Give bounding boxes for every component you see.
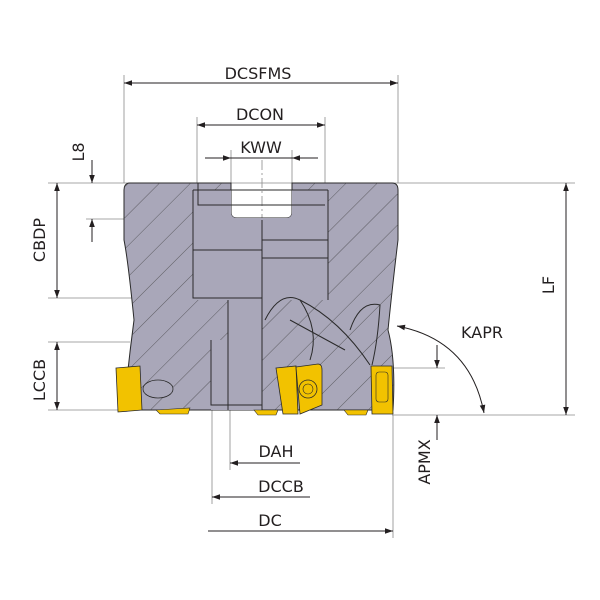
dimension-lines [54, 80, 569, 534]
label-dc: DC [258, 511, 282, 530]
cutter-body [123, 182, 399, 411]
label-l8: L8 [69, 142, 88, 161]
label-kww: KWW [240, 138, 282, 157]
label-dccb: DCCB [258, 477, 304, 496]
label-apmx: APMX [415, 439, 434, 484]
label-cbdp: CBDP [30, 218, 49, 262]
label-dcsfms: DCSFMS [225, 64, 292, 83]
insert-left [115, 365, 143, 413]
insert-right [370, 365, 394, 415]
label-kapr: KAPR [461, 323, 503, 342]
label-dcon: DCON [236, 105, 284, 124]
insert-center [295, 363, 323, 415]
label-lf: LF [539, 276, 558, 294]
inserts [115, 363, 394, 416]
label-lccb: LCCB [30, 359, 49, 401]
insert-center-side [275, 365, 299, 415]
label-dah: DAH [258, 442, 293, 461]
